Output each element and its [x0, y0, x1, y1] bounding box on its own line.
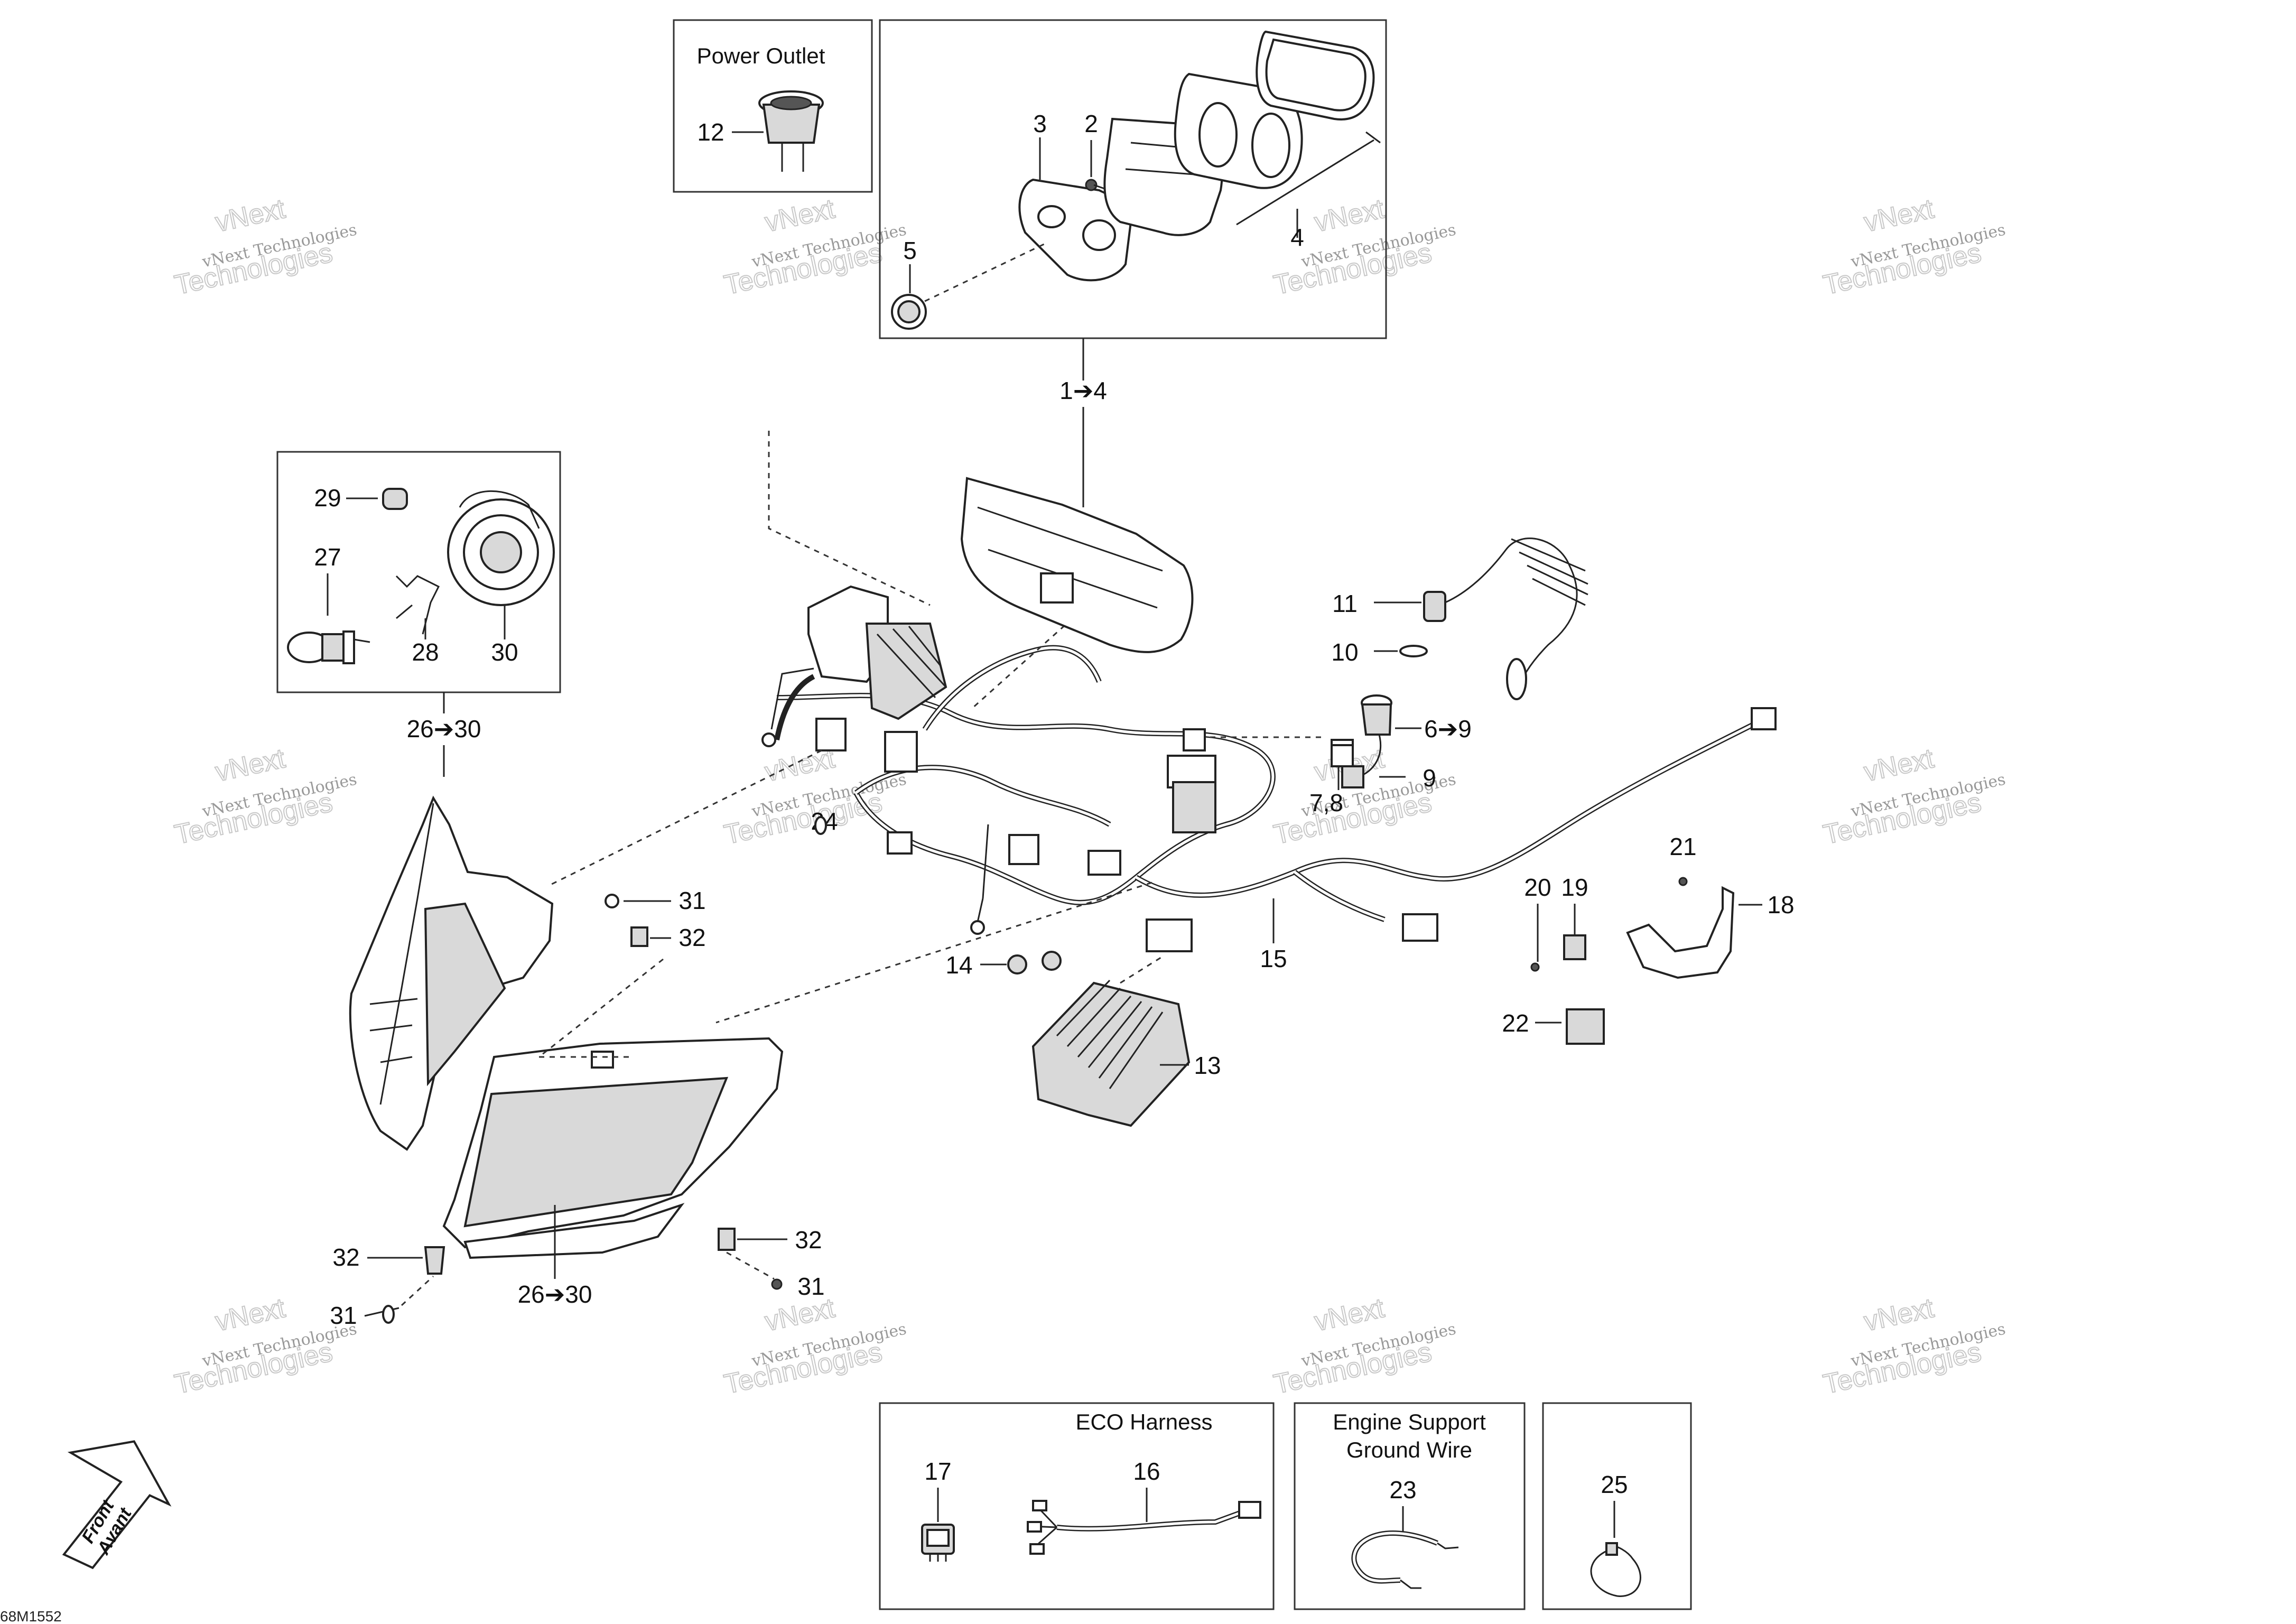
tether-cord-part-11[interactable] [1423, 537, 1588, 700]
watermark-11: vNext vNext Technologies Technologies [1270, 1292, 1457, 1400]
callout-21: 21 [1669, 833, 1696, 860]
headlight-right[interactable] [442, 1037, 784, 1259]
grommet-part-31-a[interactable] [605, 894, 619, 908]
connector-part-7-8[interactable] [1331, 744, 1364, 788]
power-outlet-box: Power Outlet 12 [673, 19, 873, 193]
callout-15: 15 [1260, 945, 1287, 972]
watermark-12: vNext vNext Technologies Technologies [1820, 1292, 2007, 1400]
callout-14: 14 [945, 951, 972, 979]
svg-text:vNext: vNext [1312, 1293, 1387, 1337]
eco-harness-title: ECO Harness [1075, 1409, 1212, 1434]
callout-30: 30 [491, 638, 518, 666]
svg-text:vNext: vNext [1861, 743, 1937, 787]
callout-19: 19 [1561, 874, 1588, 901]
badge-part-5[interactable] [891, 294, 927, 330]
callout-16: 16 [1133, 1458, 1160, 1485]
ground-wire-part-23[interactable] [1351, 1530, 1459, 1589]
callout-26-30-top: 26➔30 [407, 715, 481, 743]
callout-23: 23 [1389, 1476, 1416, 1504]
bracket-part-18[interactable] [1626, 886, 1735, 979]
nut-part-14-a[interactable] [1007, 954, 1027, 975]
spring-clip-part-28[interactable] [395, 575, 440, 635]
svg-text:vNext: vNext [212, 1293, 288, 1337]
callout-32-b: 32 [795, 1226, 822, 1254]
callout-3: 3 [1033, 110, 1047, 137]
svg-text:vNext: vNext [1312, 193, 1387, 238]
callout-20: 20 [1524, 874, 1551, 901]
callout-13: 13 [1194, 1052, 1221, 1079]
cable-tie-part-25[interactable] [1590, 1542, 1641, 1597]
callout-17: 17 [924, 1458, 951, 1485]
svg-text:vNext: vNext [762, 193, 838, 238]
callout-22: 22 [1502, 1009, 1529, 1037]
svg-text:vNext: vNext [212, 743, 288, 787]
engine-support-title-line1: Engine Support [1333, 1409, 1486, 1434]
screw-part-31-c[interactable] [364, 1305, 399, 1324]
power-outlet-part[interactable] [758, 90, 824, 172]
gauge-cluster-assembly[interactable] [960, 477, 1194, 653]
callout-26-30-bottom: 26➔30 [518, 1280, 592, 1308]
callout-5: 5 [903, 237, 917, 264]
bulb-cover-part-30[interactable] [447, 490, 555, 606]
svg-text:vNext: vNext [1861, 193, 1937, 238]
callout-6-9: 6➔9 [1424, 715, 1472, 743]
o-ring-part-10[interactable] [1399, 645, 1428, 657]
screw-part-21[interactable] [1678, 877, 1688, 886]
eco-harness-box: ECO Harness 17 16 [879, 1402, 1275, 1610]
front-direction-arrow-icon: Front Avant [62, 1440, 172, 1570]
drawing-code: 68M1552 [0, 1608, 62, 1624]
callout-27: 27 [314, 543, 341, 571]
nut-part-14-b[interactable] [1042, 951, 1062, 971]
main-wiring-harness[interactable] [761, 585, 1777, 952]
clip-part-32-a[interactable] [630, 926, 648, 947]
connector-part-22[interactable] [1566, 1008, 1605, 1045]
callout-2: 2 [1084, 110, 1098, 137]
callout-4: 4 [1290, 224, 1304, 251]
callout-31-b: 31 [797, 1273, 824, 1300]
headlight-left[interactable] [349, 795, 554, 1151]
callout-11: 11 [1332, 590, 1358, 617]
voltage-regulator-part-13[interactable] [1031, 979, 1191, 1127]
engine-support-title-line2: Ground Wire [1346, 1437, 1472, 1462]
gauge-lens[interactable] [1256, 30, 1375, 120]
svg-text:vNext: vNext [212, 193, 288, 238]
callout-32-c: 32 [332, 1243, 359, 1271]
callout-32-a: 32 [678, 924, 705, 951]
bulb-part-27[interactable] [287, 630, 370, 664]
clip-part-32-b[interactable] [718, 1228, 736, 1251]
power-outlet-title: Power Outlet [697, 43, 825, 68]
callout-29: 29 [314, 484, 341, 512]
watermark-4: vNext vNext Technologies Technologies [1820, 193, 2007, 301]
callout-31-a: 31 [678, 887, 705, 914]
watermark-8: vNext vNext Technologies Technologies [1820, 743, 2007, 851]
clip-part-32-c[interactable] [424, 1246, 445, 1275]
ignition-switch-part-6-9[interactable] [1358, 694, 1392, 778]
engine-support-ground-wire-box: Engine Support Ground Wire 23 [1294, 1402, 1526, 1610]
watermark-5: vNext vNext Technologies Technologies [171, 743, 358, 851]
callout-1-4: 1➔4 [1059, 377, 1107, 404]
screw-part-31-b[interactable] [771, 1278, 783, 1290]
callout-10: 10 [1331, 638, 1358, 666]
callout-7-8: 7,8 [1309, 789, 1343, 816]
watermark-2: vNext vNext Technologies Technologies [721, 193, 908, 301]
callout-25: 25 [1601, 1471, 1628, 1498]
headlight-bulb-box: 29 27 28 30 [276, 451, 561, 693]
bulb-cap-part-29[interactable] [382, 488, 408, 510]
callout-12: 12 [697, 118, 724, 146]
callout-9: 9 [1423, 764, 1436, 792]
watermark-1: vNext vNext Technologies Technologies [171, 193, 358, 301]
connector-part-19[interactable] [1563, 934, 1586, 960]
callout-28: 28 [412, 638, 439, 666]
part-24[interactable] [814, 816, 827, 835]
part-25-box: 25 [1542, 1402, 1692, 1610]
eco-harness-part-16[interactable] [1027, 1500, 1261, 1555]
watermark-9: vNext vNext Technologies Technologies [171, 1292, 358, 1400]
gauge-box: 3 2 4 5 [879, 19, 1387, 339]
callout-31-c: 31 [330, 1302, 357, 1329]
switch-part-17[interactable] [921, 1524, 955, 1562]
svg-text:vNext: vNext [1861, 1293, 1937, 1337]
callout-18: 18 [1767, 891, 1794, 918]
pin-part-20[interactable] [1530, 962, 1540, 972]
